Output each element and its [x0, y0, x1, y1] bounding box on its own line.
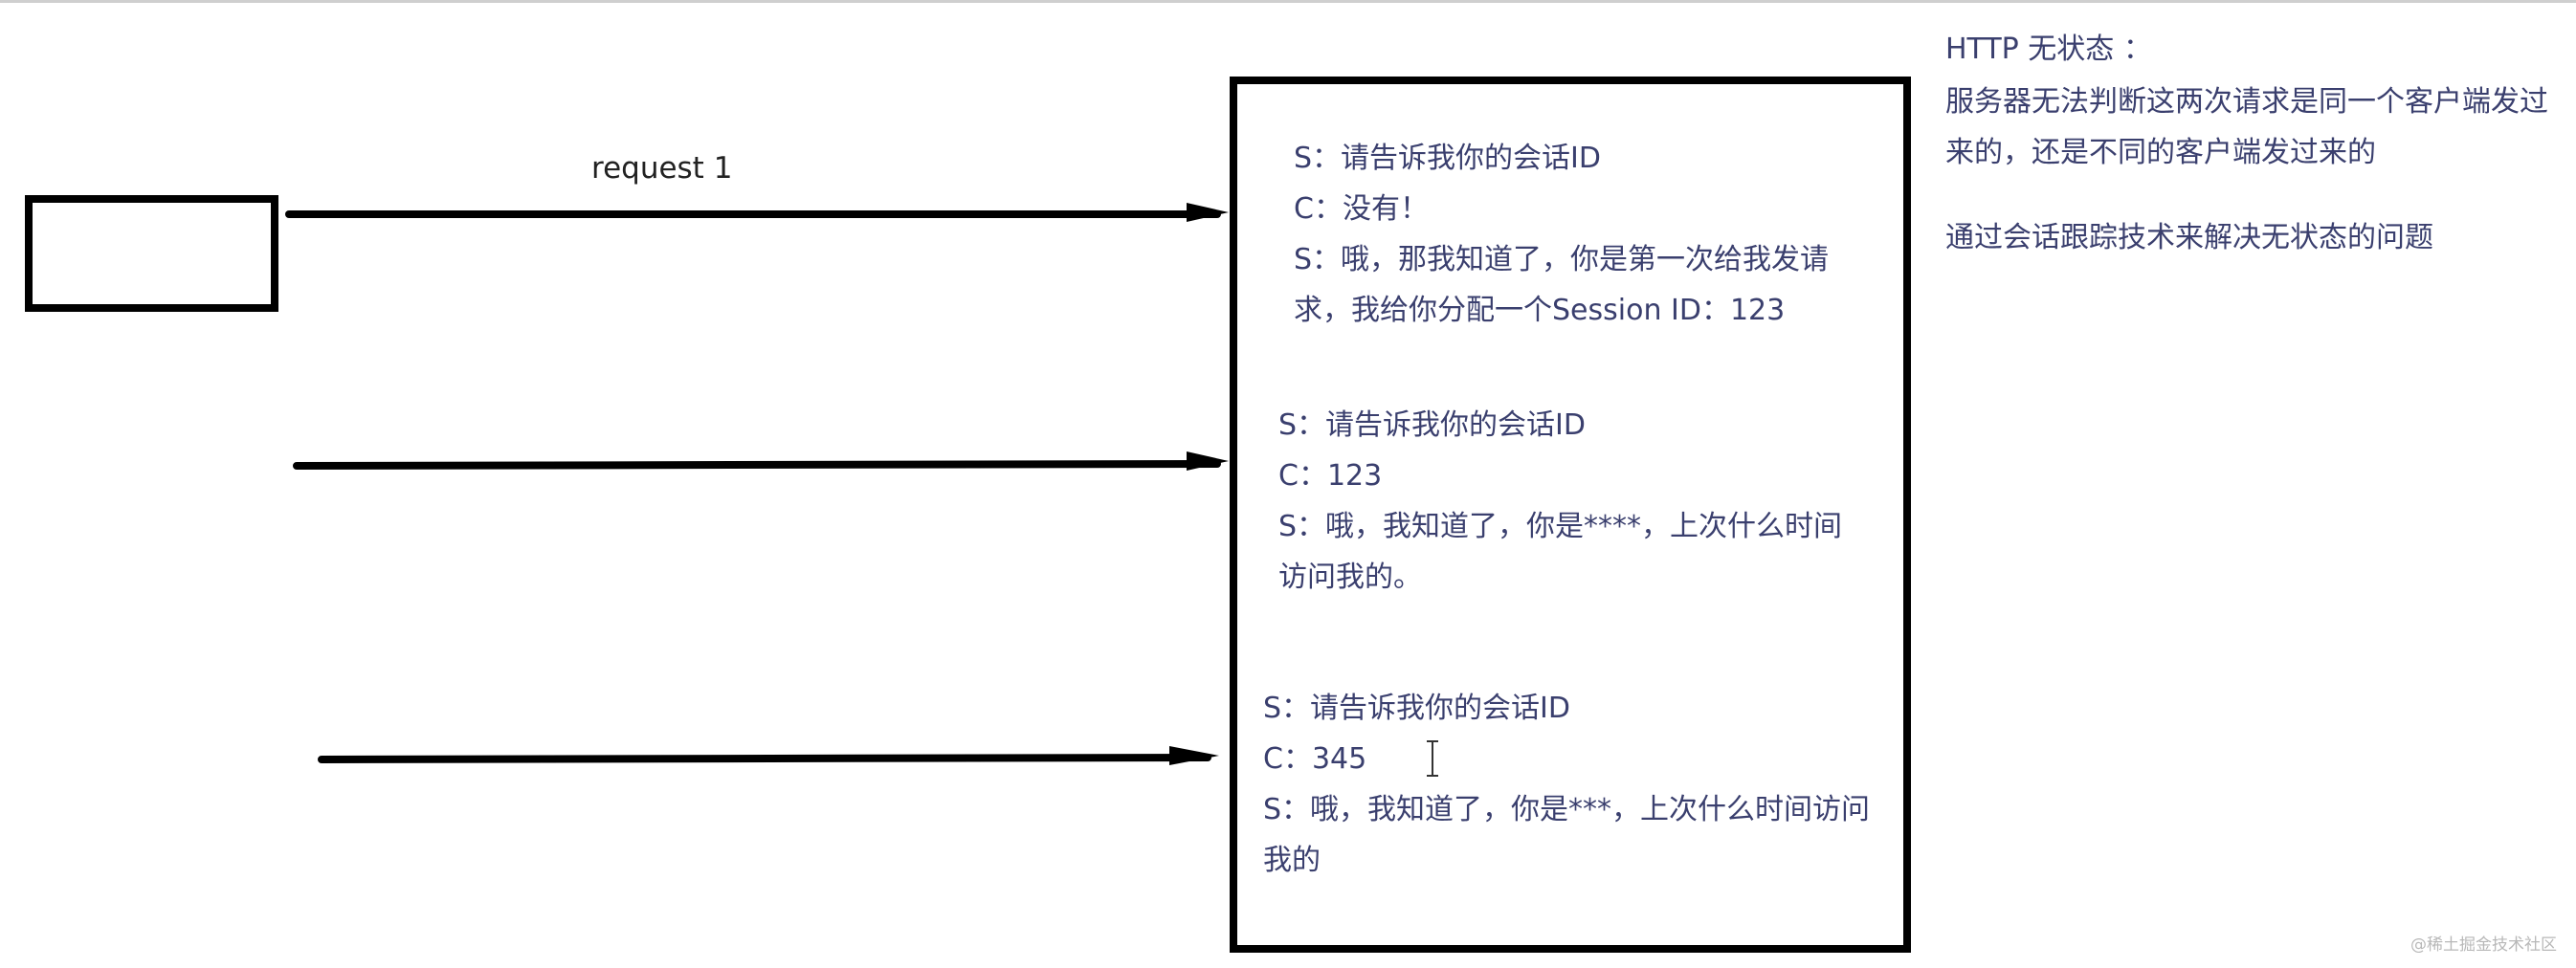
note-body-line-1: 服务器无法判断这两次请求是同一个客户端发过	[1945, 85, 2548, 119]
exchange-3-line-1: S：请告诉我你的会话ID	[1263, 692, 1570, 725]
exchange-1-line-3: S：哦，那我知道了，你是第一次给我发请	[1294, 243, 1830, 276]
exchange-3-line-2: C：345	[1263, 742, 1367, 776]
watermark: @稀土掘金技术社区	[2410, 935, 2557, 955]
text-cursor-icon	[1427, 740, 1438, 777]
exchange-block-1: S：请告诉我你的会话ID C：没有！ S：哦，那我知道了，你是第一次给我发请 求…	[1294, 133, 1829, 336]
client-box	[25, 195, 278, 312]
note-solution: 通过会话跟踪技术来解决无状态的问题	[1945, 221, 2433, 254]
exchange-2-line-3: S：哦，我知道了，你是****，上次什么时间	[1278, 510, 1843, 543]
request-arrow-2	[293, 451, 1229, 471]
exchange-2-line-4: 访问我的。	[1278, 561, 1422, 594]
top-divider	[0, 0, 2576, 3]
exchange-1-line-1: S：请告诉我你的会话ID	[1294, 142, 1601, 175]
exchange-3-line-4: 我的	[1263, 844, 1321, 877]
exchange-2-line-2: C：123	[1278, 459, 1383, 493]
exchange-block-2: S：请告诉我你的会话ID C：123 S：哦，我知道了，你是****，上次什么时…	[1278, 400, 1842, 603]
exchange-3-line-3: S：哦，我知道了，你是***，上次什么时间访问	[1263, 793, 1871, 826]
exchange-block-3: S：请告诉我你的会话ID C：345 S：哦，我知道了，你是***，上次什么时间…	[1263, 683, 1870, 886]
exchange-1-line-4: 求，我给你分配一个Session ID：123	[1294, 294, 1786, 327]
note-title: HTTP 无状态 ：	[1945, 33, 2152, 66]
exchange-1-line-2: C：没有！	[1294, 192, 1429, 226]
note-body-line-2: 来的，还是不同的客户端发过来的	[1945, 136, 2376, 169]
request-arrow-1	[285, 203, 1229, 222]
exchange-2-line-1: S：请告诉我你的会话ID	[1278, 408, 1586, 442]
request-arrow-3	[318, 746, 1219, 765]
request-1-label: request 1	[591, 151, 733, 186]
note-body: 服务器无法判断这两次请求是同一个客户端发过 来的，还是不同的客户端发过来的	[1945, 77, 2548, 178]
server-box	[1230, 77, 1911, 953]
